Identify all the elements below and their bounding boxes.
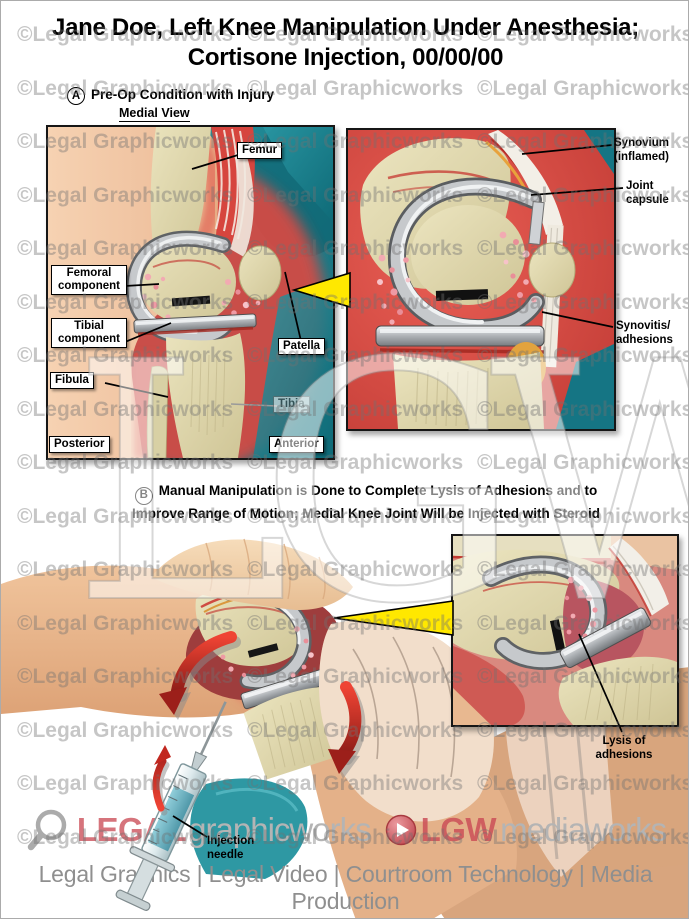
play-icon	[385, 814, 416, 846]
lysis-of-adhesions-label: Lysis of adhesions	[595, 735, 653, 762]
patella-bone-closeup	[528, 242, 576, 298]
quadriceps-tendon	[230, 147, 254, 257]
injection-needle-label: Injection needle	[207, 835, 255, 862]
syringe	[115, 701, 227, 911]
syringe-illustration	[115, 701, 227, 911]
title-line-2: Cortisone Injection, 00/00/00	[187, 44, 504, 71]
title-line-1: Jane Doe, Left Knee Manipulation Under A…	[52, 14, 639, 41]
logo-mediaworks-text: mediaworks	[500, 811, 667, 848]
tendon-inset	[609, 538, 669, 616]
watermark-text: ©Legal Graphicworks	[477, 76, 689, 100]
medial-view-label: Medial View	[119, 106, 190, 122]
drape-corner-2	[556, 344, 614, 429]
section-b-heading-line2: Improve Range of Motion; Medial Knee Joi…	[132, 505, 600, 521]
tibia-bone	[166, 333, 246, 458]
skin-corner-inset	[453, 688, 491, 725]
patella-label: Patella	[278, 338, 326, 356]
lysis-closeup-illustration	[453, 536, 677, 725]
implant-slot-b	[247, 643, 279, 658]
femoral-component-inset	[482, 555, 608, 670]
watermark-text: ©Legal Graphicworks	[477, 451, 689, 474]
implant-slot-inset	[549, 619, 566, 651]
femur-label: Femur	[237, 142, 283, 160]
tibial-component-label: Tibial component	[51, 318, 127, 349]
section-b-heading: B Manual Manipulation is Done to Complete…	[56, 482, 676, 522]
motion-arrow-left	[159, 631, 241, 720]
manipulation-illustration	[1, 538, 688, 918]
surgeon-top-hand	[151, 539, 353, 611]
tibia-label: Tibia	[273, 396, 310, 414]
knee-closeup-illustration	[348, 130, 614, 429]
page-title: Jane Doe, Left Knee Manipulation Under A…	[1, 13, 688, 73]
femoral-component-closeup	[387, 177, 545, 338]
panel-b-inset-closeup	[451, 534, 679, 727]
synovium-label: Synovium (inflamed)	[614, 137, 669, 164]
posterior-label: Posterior	[49, 436, 110, 454]
surgeon-glove-hand	[319, 619, 494, 822]
injection-arrow	[152, 745, 171, 816]
soft-tissue-inset	[453, 646, 525, 725]
anterior-label: Anterior	[269, 436, 324, 454]
tibia-striations-closeup	[415, 367, 489, 427]
circled-letter-a-icon: A	[67, 87, 85, 105]
section-a-heading-text: Pre-Op Condition with Injury	[91, 87, 274, 102]
fibula-label: Fibula	[50, 372, 94, 390]
section-b-heading-line1: Manual Manipulation is Done to Complete …	[158, 483, 598, 498]
adhesion-speckles-b	[220, 626, 314, 678]
finger-lines	[205, 538, 326, 600]
needle	[199, 701, 227, 755]
implant-slot	[171, 295, 211, 307]
circled-letter-b-icon: B	[134, 486, 153, 505]
synovitis-speckles-left	[377, 254, 411, 325]
logo-graphicworks-text: graphicworks	[188, 811, 371, 848]
femoral-component-label: Femoral component	[51, 265, 127, 296]
panel-a-right-closeup	[346, 128, 616, 431]
medication	[148, 785, 195, 852]
tendon-band	[488, 130, 563, 235]
patellar-implant	[528, 201, 545, 246]
tibia-closeup	[393, 352, 544, 429]
section-a-heading: A Pre-Op Condition with Injury	[67, 87, 274, 105]
motion-arrow-right	[328, 681, 366, 779]
magnifier-icon	[27, 809, 67, 851]
plunger-pad	[115, 889, 151, 911]
femoral-condyle	[140, 240, 236, 324]
synovitis-speckles-right	[499, 231, 543, 303]
implant-slot-closeup	[435, 289, 489, 301]
patella-bone	[238, 245, 282, 301]
joint-capsule-label: Joint capsule	[626, 180, 669, 207]
fibula-bone	[146, 365, 169, 458]
synovitis-adhesions-label: Synovitis/ adhesions	[616, 320, 673, 347]
plunger-rod	[126, 858, 159, 901]
watermark-text: ©Legal Graphicworks	[247, 76, 464, 100]
condyle-inner	[411, 205, 525, 305]
surgical-drape	[190, 778, 308, 879]
logo-lgw-text: LGW	[420, 811, 497, 848]
tibia-striations	[190, 350, 226, 436]
